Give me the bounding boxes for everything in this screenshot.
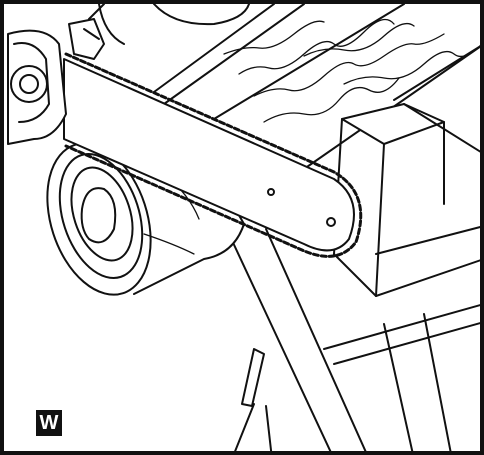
- upper-log-end: [153, 4, 250, 26]
- chainsaw-body: [7, 4, 125, 145]
- timber-beam: [153, 4, 480, 170]
- figure-label: W: [36, 410, 62, 436]
- chainsaw-illustration: [7, 4, 480, 451]
- chainsaw-bar: [63, 52, 363, 258]
